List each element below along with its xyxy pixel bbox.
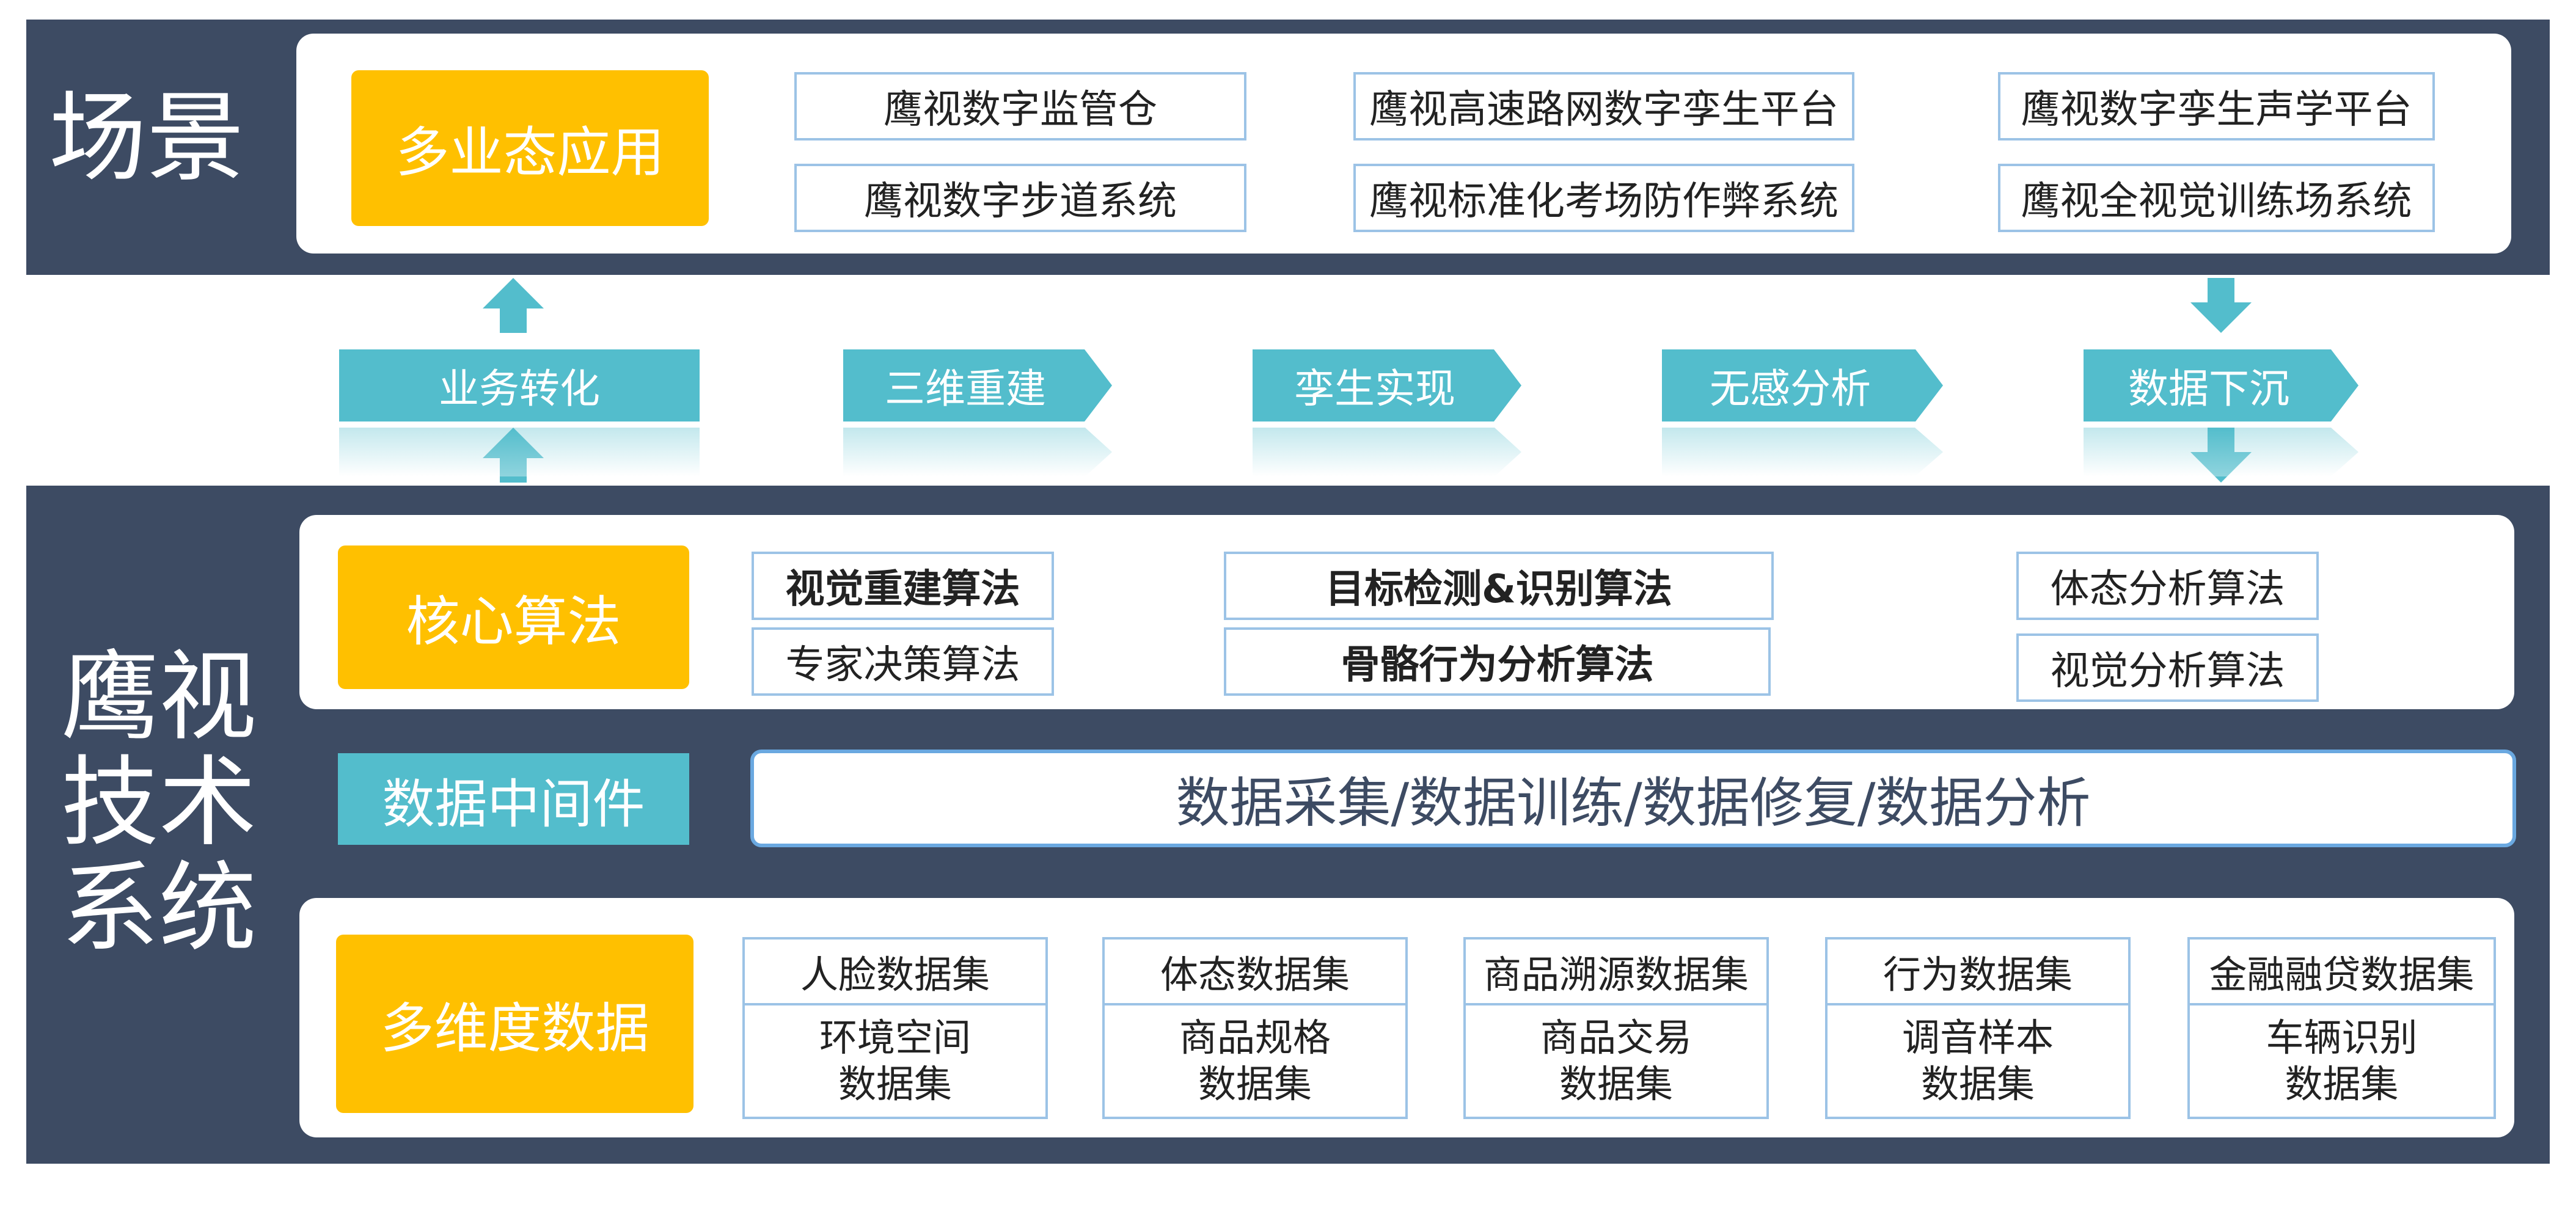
app-digital-twin-acoustics-platform: 鹰视数字孪生声学平台 [1998, 72, 2435, 140]
dataset-desc-line: 数据集 [1559, 1062, 1673, 1106]
dataset-desc-line: 商品交易 [1540, 1015, 1692, 1060]
dataset-vehicle-recognition: 车辆识别 数据集 [2187, 1003, 2496, 1119]
data-middleware-label: 数据中间件 [338, 753, 689, 845]
step-twin-implementation-label: 孪生实现 [1294, 365, 1455, 412]
algo-visual-reconstruction: 视觉重建算法 [752, 552, 1054, 620]
dataset-behavior: 行为数据集 [1825, 937, 2131, 1005]
system-title-line: 鹰视 [60, 640, 257, 754]
multi-business-application-box: 多业态应用 [351, 70, 709, 226]
dataset-financial-lending: 金融融贷数据集 [2187, 937, 2496, 1005]
app-digital-supervision-warehouse: 鹰视数字监管仓 [794, 72, 1246, 140]
step-twin-implementation: 孪生实现 [1253, 349, 1521, 421]
dataset-desc-line: 车辆识别 [2266, 1015, 2418, 1060]
app-digital-trail-system: 鹰视数字步道系统 [794, 164, 1246, 232]
algo-expert-decision: 专家决策算法 [752, 627, 1054, 696]
system-title-line: 系统 [60, 850, 257, 965]
system-title-line: 技术 [60, 745, 257, 859]
up-arrow-icon [483, 428, 544, 483]
step-data-sinking-label: 数据下沉 [2128, 365, 2289, 412]
algo-skeleton-behavior-analysis: 骨骼行为分析算法 [1224, 627, 1771, 696]
dataset-tuning-samples: 调音样本 数据集 [1825, 1003, 2131, 1119]
dataset-desc-line: 数据集 [1920, 1062, 2035, 1106]
step-reflection [1662, 428, 1943, 476]
data-middleware-content: 数据采集/数据训练/数据修复/数据分析 [750, 750, 2516, 847]
dataset-product-transaction: 商品交易 数据集 [1463, 1003, 1769, 1119]
down-arrow-icon [2190, 428, 2252, 483]
dataset-desc-line: 数据集 [838, 1062, 952, 1106]
step-business-transformation [339, 349, 700, 421]
dataset-desc-line: 调音样本 [1901, 1015, 2054, 1060]
app-exam-anti-cheating-system: 鹰视标准化考场防作弊系统 [1353, 164, 1854, 232]
dataset-desc-line: 商品规格 [1179, 1015, 1331, 1060]
up-arrow-icon [483, 278, 544, 333]
step-reflection [843, 428, 1112, 476]
dataset-product-spec: 商品规格 数据集 [1102, 1003, 1408, 1119]
step-reflection [2084, 428, 2358, 476]
step-3d-reconstruction-label: 三维重建 [885, 365, 1046, 412]
step-imperceptible-analysis: 无感分析 [1662, 349, 1943, 421]
step-3d-reconstruction: 三维重建 [843, 349, 1112, 421]
step-imperceptible-analysis-label: 无感分析 [1710, 365, 1871, 412]
algo-visual-analysis: 视觉分析算法 [2016, 633, 2319, 702]
dataset-desc-line: 环境空间 [819, 1015, 971, 1060]
step-data-sinking: 数据下沉 [2084, 349, 2358, 421]
core-algorithm-box: 核心算法 [338, 545, 689, 689]
algo-posture-analysis: 体态分析算法 [2016, 552, 2319, 620]
step-reflection [1253, 428, 1521, 476]
step-business-transformation-label: 业务转化 [439, 365, 600, 412]
algo-object-detection-recognition: 目标检测&识别算法 [1224, 552, 1774, 620]
down-arrow-icon [2190, 278, 2252, 333]
dataset-desc-line: 数据集 [2285, 1062, 2399, 1106]
dataset-environment-space: 环境空间 数据集 [742, 1003, 1048, 1119]
step-reflection [339, 428, 700, 476]
dataset-posture: 体态数据集 [1102, 937, 1408, 1005]
app-highway-digital-twin-platform: 鹰视高速路网数字孪生平台 [1353, 72, 1854, 140]
multi-dimensional-data-box: 多维度数据 [336, 935, 693, 1113]
dataset-product-traceability: 商品溯源数据集 [1463, 937, 1769, 1005]
dataset-desc-line: 数据集 [1198, 1062, 1312, 1106]
system-title: 鹰视 技术 系统 [37, 644, 281, 961]
scene-title: 场景 [48, 81, 244, 195]
app-vision-training-ground-system: 鹰视全视觉训练场系统 [1998, 164, 2435, 232]
dataset-face: 人脸数据集 [742, 937, 1048, 1005]
